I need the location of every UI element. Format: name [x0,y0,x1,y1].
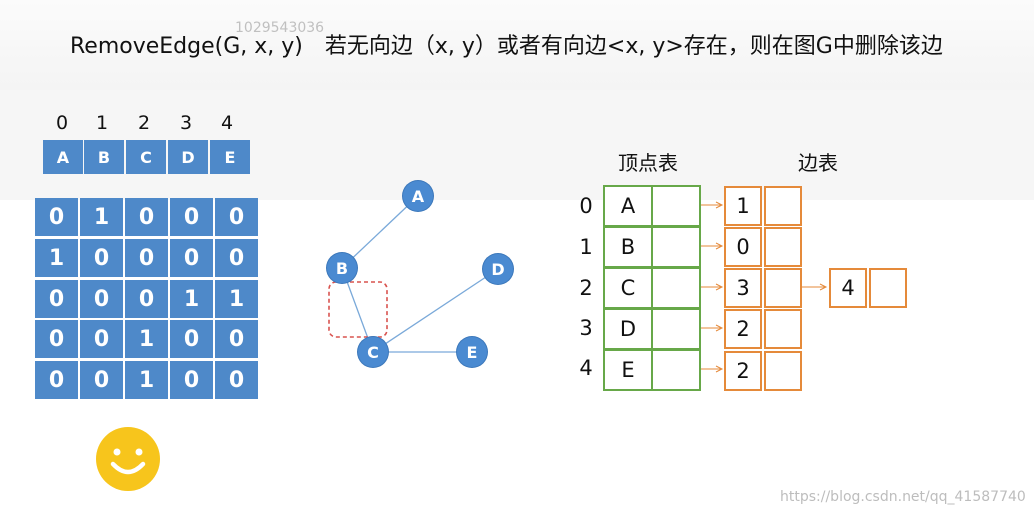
matrix-cell: 0 [80,239,123,277]
vertex-cell: C [603,267,653,309]
edge-node: 2 [724,309,762,349]
matrix-index: 2 [137,112,151,134]
matrix-cell: 0 [35,320,78,358]
watermark-bottom: https://blog.csdn.net/qq_41587740 [780,489,1026,505]
matrix-cell: 0 [215,361,258,399]
matrix-cell: 0 [80,361,123,399]
vertex-pointer-cell [651,226,701,268]
edge-next-cell [869,268,907,308]
matrix-cell: 0 [125,280,168,318]
title-function: RemoveEdge(G, x, y) [70,34,303,59]
edge-node: 2 [724,351,762,391]
matrix-cell: 0 [35,280,78,318]
graph-node: D [483,254,513,284]
edge-node: 3 [724,268,762,308]
vertex-pointer-cell [651,349,701,391]
vertex-cell: D [603,308,653,350]
matrix-cell: 0 [80,320,123,358]
list-row-index: 2 [579,276,593,300]
matrix-vertex: A [43,140,83,174]
matrix-cell: 1 [35,239,78,277]
matrix-cell: 1 [80,198,123,236]
matrix-cell: 1 [125,361,168,399]
matrix-cell: 0 [80,280,123,318]
matrix-cell: 1 [125,320,168,358]
vertex-pointer-cell [651,185,701,227]
matrix-cell: 0 [170,361,213,399]
edge-table-label: 边表 [798,151,838,175]
slide-title: RemoveEdge(G, x, y) 若无向边（x, y）或者有向边<x, y>… [70,28,943,60]
edge-node: 4 [829,268,867,308]
matrix-index: 3 [179,112,193,134]
matrix-vertex: B [84,140,124,174]
watermark-top: 1029543036 [235,20,325,36]
vertex-pointer-cell [651,267,701,309]
edge-node: 0 [724,227,762,267]
matrix-index: 1 [95,112,109,134]
graph-edge-a-b [341,195,419,269]
vertex-pointer-cell [651,308,701,350]
graph-node: B [327,253,357,283]
matrix-vertex: D [168,140,208,174]
matrix-cell: 1 [215,280,258,318]
graph-edge-c-d [372,268,499,353]
matrix-cell: 0 [35,361,78,399]
edge-next-cell [764,186,802,226]
vertex-cell: E [603,349,653,391]
matrix-cell: 0 [125,239,168,277]
graph-node: E [457,337,487,367]
list-row-index: 0 [579,194,593,218]
title-description: 若无向边（x, y）或者有向边<x, y>存在，则在图G中删除该边 [324,34,943,59]
vertex-cell: A [603,185,653,227]
matrix-cell: 0 [35,198,78,236]
vertex-table-label: 顶点表 [618,151,678,175]
graph-node: A [403,181,433,211]
matrix-index: 4 [220,112,234,134]
matrix-cell: 0 [215,320,258,358]
list-row-index: 4 [579,356,593,380]
edge-next-cell [764,268,802,308]
edge-next-cell [764,309,802,349]
list-row-index: 1 [579,235,593,259]
matrix-cell: 0 [170,320,213,358]
matrix-index: 0 [55,112,69,134]
matrix-cell: 1 [170,280,213,318]
matrix-cell: 0 [215,239,258,277]
graph-node: C [358,337,388,367]
edge-next-cell [764,227,802,267]
matrix-cell: 0 [170,198,213,236]
matrix-cell: 0 [125,198,168,236]
edge-next-cell [764,351,802,391]
matrix-cell: 0 [170,239,213,277]
edge-node: 1 [724,186,762,226]
list-row-index: 3 [579,316,593,340]
matrix-vertex: C [126,140,166,174]
highlight-box [328,281,388,338]
matrix-vertex: E [210,140,250,174]
vertex-cell: B [603,226,653,268]
smiley-icon [96,427,160,491]
matrix-cell: 0 [215,198,258,236]
